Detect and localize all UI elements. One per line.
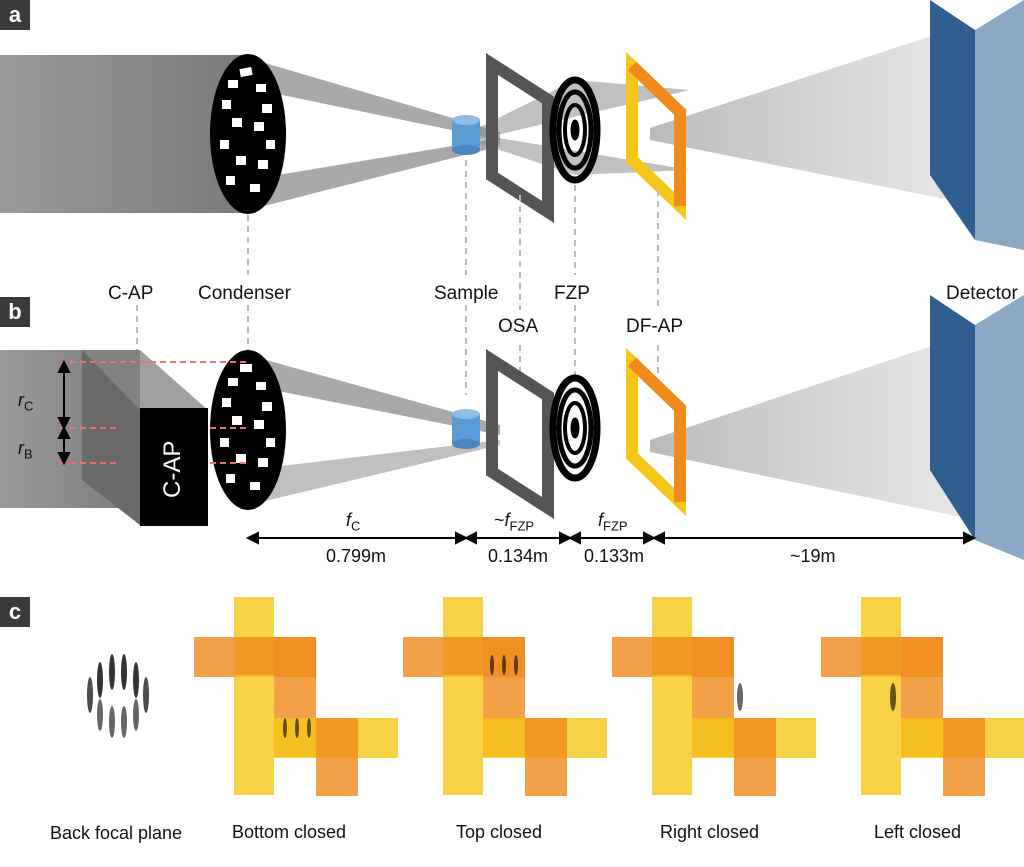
beam-upper-a xyxy=(248,58,500,140)
fzp-rings-b xyxy=(549,374,601,482)
label-osa: OSA xyxy=(498,316,539,337)
label-sample: Sample xyxy=(434,283,499,304)
beam-lower-a xyxy=(248,138,500,210)
beam-detector-b xyxy=(650,340,975,520)
dist-fzp-symbol: fFZP xyxy=(598,510,628,534)
osa-frame-b xyxy=(486,349,554,519)
dist-osa-symbol: ~fFZP xyxy=(494,510,535,534)
osa-frame-a xyxy=(486,53,554,223)
detector-a xyxy=(930,0,975,240)
caption-top-closed: Top closed xyxy=(456,822,543,842)
c-ap-box-label: C-AP xyxy=(159,440,186,498)
beam-detector-a xyxy=(650,30,975,205)
sample-cylinder-b xyxy=(452,409,480,449)
fzp-rings-a xyxy=(549,76,601,184)
beam-b xyxy=(248,355,500,435)
condenser-disk-a xyxy=(210,54,286,214)
panel-a-diagram xyxy=(0,0,1024,250)
guide-lines xyxy=(136,160,659,395)
c-ap-block-front xyxy=(140,408,208,526)
label-detector: Detector xyxy=(946,283,1018,304)
label-fzp: FZP xyxy=(554,283,590,304)
radius-arrows xyxy=(57,359,71,466)
back-focal-plane-spots xyxy=(87,654,149,738)
panel-tag-c: c xyxy=(0,597,30,627)
aperture-top-closed xyxy=(403,597,607,796)
panel-b-diagram xyxy=(0,295,1024,560)
label-condenser: Condenser xyxy=(198,283,291,304)
label-c-ap: C-AP xyxy=(108,283,154,304)
aperture-bottom-closed xyxy=(194,597,398,796)
panel-tag-a: a xyxy=(0,0,30,30)
aperture-right-closed xyxy=(612,597,816,796)
dist-fc-symbol: fC xyxy=(346,510,361,534)
radius-guides xyxy=(60,361,248,464)
panel-tag-b: b xyxy=(0,297,30,327)
incoming-beam-a xyxy=(0,55,248,213)
caption-bottom-closed: Bottom closed xyxy=(232,822,347,842)
caption-right-closed: Right closed xyxy=(660,822,760,842)
detector-b xyxy=(930,295,975,540)
df-ap-orange-a xyxy=(627,61,686,206)
caption-back-focal-plane: Back focal plane xyxy=(49,823,183,843)
distance-arrows xyxy=(245,531,977,545)
dist-osa-value: 0.134m xyxy=(488,546,549,566)
dist-fc-value: 0.799m xyxy=(326,546,387,566)
r-c-label: rC xyxy=(18,390,34,414)
dist-fzp-value: 0.133m xyxy=(584,546,645,566)
df-ap-orange-b xyxy=(627,357,686,502)
aperture-left-closed xyxy=(821,597,1024,796)
r-b-label: rB xyxy=(18,438,33,462)
label-df-ap: DF-AP xyxy=(626,316,683,337)
condenser-disk-b xyxy=(210,350,286,510)
dist-detector-value: ~19m xyxy=(790,546,836,566)
sample-cylinder-a xyxy=(452,115,480,155)
caption-left-closed: Left closed xyxy=(874,822,962,842)
